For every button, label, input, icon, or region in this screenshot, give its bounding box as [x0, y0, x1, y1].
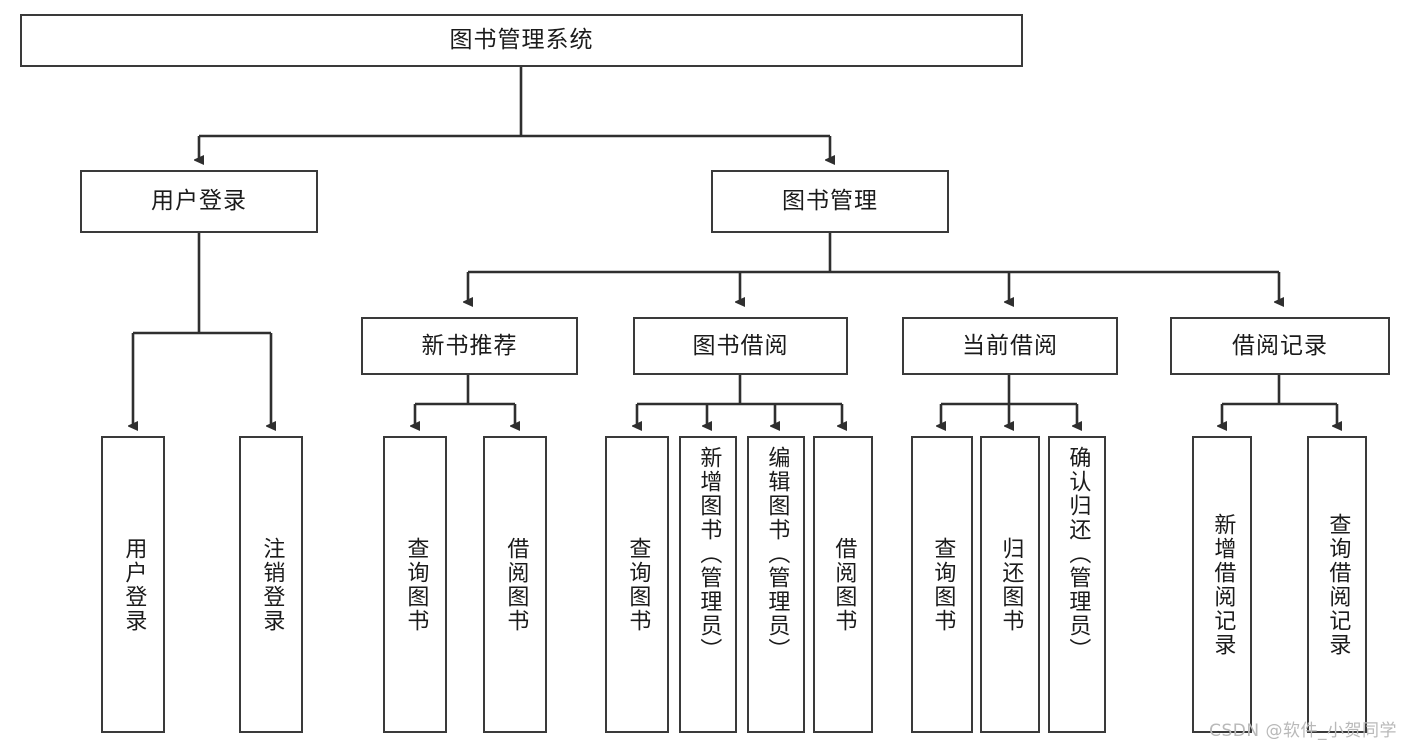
leaf-new-book-2-label: 借阅图书: [503, 536, 529, 633]
leaf-borrow-record-1-label: 新增借阅记录: [1210, 512, 1236, 657]
leaf-user-login-1-label: 用户登录: [121, 536, 147, 633]
leaf-borrow-record-2[interactable]: 查询借阅记录: [1307, 436, 1367, 733]
leaf-current-borrow-1[interactable]: 查询图书: [911, 436, 973, 733]
leaf-borrow-record-2-label: 查询借阅记录: [1325, 512, 1351, 657]
node-borrow-record[interactable]: 借阅记录: [1170, 317, 1390, 375]
leaf-new-book-1[interactable]: 查询图书: [383, 436, 447, 733]
node-user-login[interactable]: 用户登录: [80, 170, 318, 233]
leaf-book-borrow-1[interactable]: 查询图书: [605, 436, 669, 733]
node-book-borrow[interactable]: 图书借阅: [633, 317, 848, 375]
leaf-current-borrow-1-label: 查询图书: [930, 536, 956, 633]
leaf-book-borrow-4-label: 借阅图书: [831, 536, 857, 633]
node-root-system[interactable]: 图书管理系统: [20, 14, 1023, 67]
node-borrow-record-label: 借阅记录: [1232, 332, 1328, 359]
node-user-login-label: 用户登录: [151, 188, 247, 215]
node-current-borrow[interactable]: 当前借阅: [902, 317, 1118, 375]
leaf-borrow-record-1[interactable]: 新增借阅记录: [1192, 436, 1252, 733]
node-book-management-label: 图书管理: [782, 188, 878, 215]
node-new-book-recommend[interactable]: 新书推荐: [361, 317, 578, 375]
leaf-current-borrow-3[interactable]: 确认归还（管理员）: [1048, 436, 1106, 733]
leaf-book-borrow-3[interactable]: 编辑图书（管理员）: [747, 436, 805, 733]
node-book-borrow-label: 图书借阅: [692, 332, 789, 359]
node-book-management[interactable]: 图书管理: [711, 170, 949, 233]
csdn-watermark: CSDN @软件_小贺同学: [1209, 721, 1397, 741]
leaf-book-borrow-4[interactable]: 借阅图书: [813, 436, 873, 733]
leaf-book-borrow-2[interactable]: 新增图书（管理员）: [679, 436, 737, 733]
leaf-user-login-1[interactable]: 用户登录: [101, 436, 165, 733]
node-current-borrow-label: 当前借阅: [962, 332, 1058, 359]
leaf-book-borrow-3-label: 编辑图书（管理员）: [764, 446, 790, 662]
leaf-current-borrow-2-label: 归还图书: [998, 536, 1024, 633]
leaf-new-book-2[interactable]: 借阅图书: [483, 436, 547, 733]
leaf-book-borrow-1-label: 查询图书: [625, 536, 651, 633]
leaf-book-borrow-2-label: 新增图书（管理员）: [696, 446, 722, 662]
leaf-current-borrow-2[interactable]: 归还图书: [980, 436, 1040, 733]
leaf-current-borrow-3-label: 确认归还（管理员）: [1065, 446, 1091, 662]
leaf-user-login-2-label: 注销登录: [259, 536, 285, 633]
node-root-system-label: 图书管理系统: [449, 27, 594, 54]
node-new-book-recommend-label: 新书推荐: [421, 332, 518, 359]
leaf-new-book-1-label: 查询图书: [403, 536, 429, 633]
leaf-user-login-2[interactable]: 注销登录: [239, 436, 303, 733]
